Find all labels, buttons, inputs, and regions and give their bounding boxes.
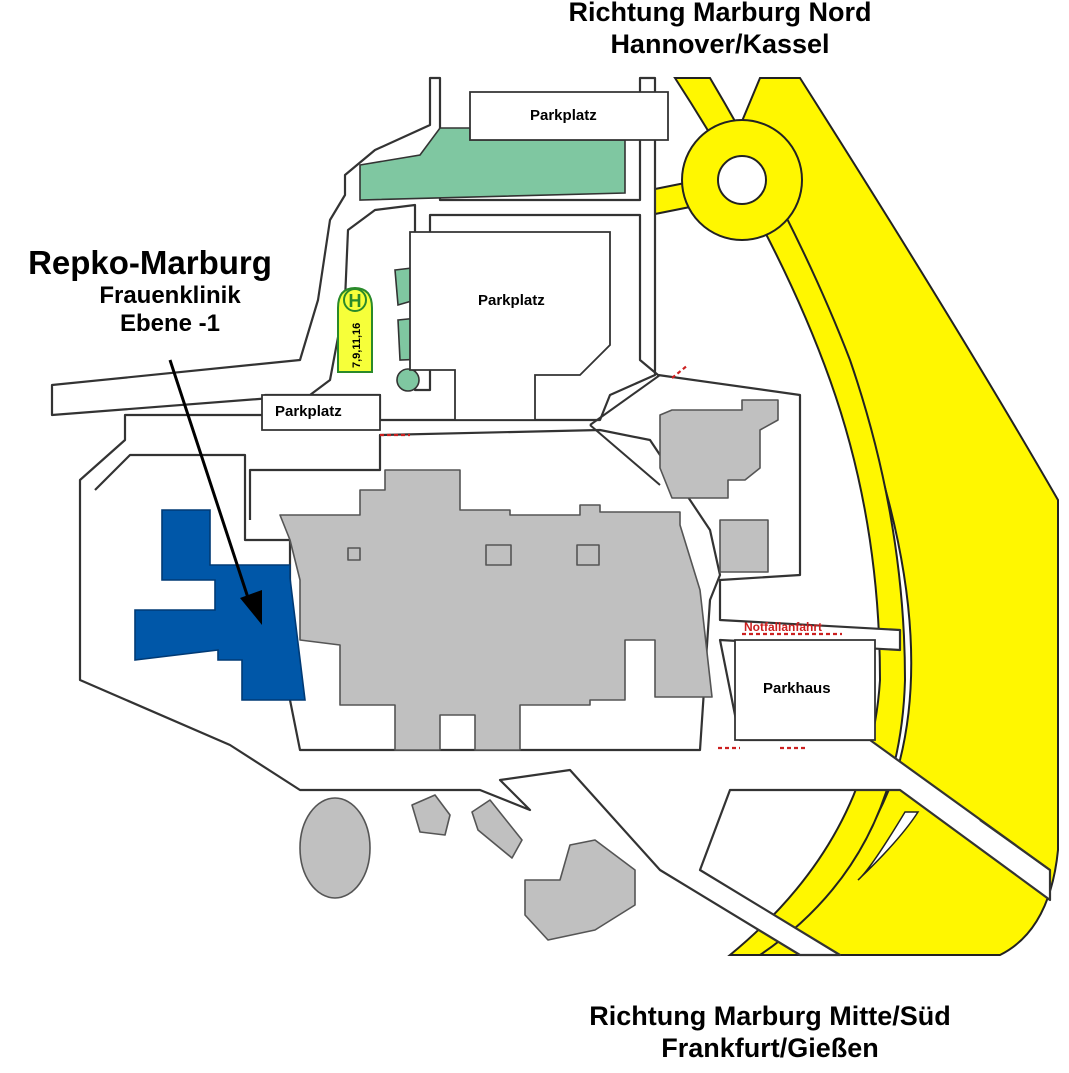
parking-areas: [261, 91, 876, 741]
parking-top-label: Parkplatz: [530, 107, 597, 124]
bus-stop-symbol: H: [349, 291, 362, 311]
parking-left-label: Parkplatz: [275, 403, 342, 420]
direction-south-line2: Frankfurt/Gießen: [661, 1033, 879, 1063]
hospital-buildings: [279, 399, 779, 941]
destination-name: Repko-Marburg: [28, 244, 272, 281]
bus-stop-icon: [343, 288, 367, 312]
direction-south: Richtung Marburg Mitte/Süd Frankfurt/Gie…: [500, 1000, 1040, 1064]
gate-markers: [380, 364, 842, 750]
direction-north: Richtung Marburg Nord Hannover/Kassel: [480, 0, 960, 60]
highway: [649, 77, 1059, 956]
direction-south-line1: Richtung Marburg Mitte/Süd: [589, 1001, 951, 1031]
destination-building: Frauenklinik: [99, 282, 241, 309]
frauenklinik-building: [134, 509, 306, 701]
direction-north-line2: Hannover/Kassel: [610, 29, 830, 59]
bus-lines: 7,9,11,16: [351, 323, 363, 368]
destination-label: Repko-Marburg Frauenklinik Ebene -1: [0, 244, 300, 338]
destination-level: Ebene -1: [119, 310, 221, 337]
emergency-entrance-label: Notfallanfahrt: [744, 620, 822, 634]
parking-center-label: Parkplatz: [478, 292, 545, 309]
bus-stop: H 7,9,11,16: [337, 286, 373, 373]
destination-arrow: [168, 359, 262, 625]
parking-garage-label: Parkhaus: [763, 680, 831, 697]
direction-north-line1: Richtung Marburg Nord: [568, 0, 872, 27]
